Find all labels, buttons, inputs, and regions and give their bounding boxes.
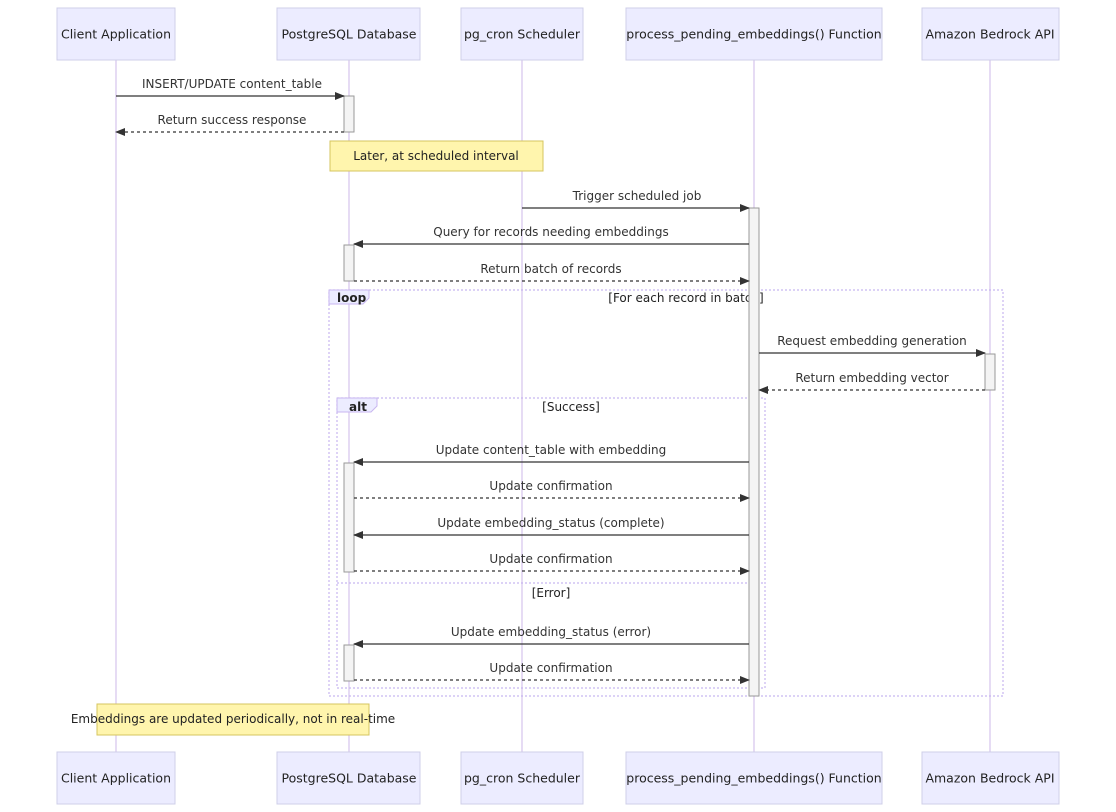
message-status-error-label: Update embedding_status (error) [451,625,651,639]
actor-db-top: PostgreSQL Database [276,7,421,61]
message-return-batch-label: Return batch of records [480,262,621,276]
messages: INSERT/UPDATE content_table Return succe… [115,77,986,684]
actor-bedrock-bottom-label: Amazon Bedrock API [925,771,1054,786]
activation-db-1 [343,95,355,133]
message-request-embedding: Request embedding generation [759,334,986,357]
message-return-vector: Return embedding vector [758,371,985,394]
alt-keyword: alt [349,400,367,414]
message-confirmation-3-label: Update confirmation [489,661,612,675]
actor-db-bottom: PostgreSQL Database [276,751,421,805]
message-insert-update: INSERT/UPDATE content_table [116,77,345,100]
actor-client-bottom-label: Client Application [61,771,171,786]
actor-fn-bottom-label: process_pending_embeddings() Function [626,771,881,786]
message-confirmation-1: Update confirmation [354,479,750,502]
message-confirmation-2-label: Update confirmation [489,552,612,566]
actor-fn-top-label: process_pending_embeddings() Function [626,27,881,42]
actor-fn-top: process_pending_embeddings() Function [625,7,883,61]
alt-condition-success: [Success] [542,400,600,414]
message-query-records: Query for records needing embeddings [353,225,749,248]
actors-bottom: Client Application PostgreSQL Database p… [56,751,1060,805]
actor-cron-bottom: pg_cron Scheduler [460,751,584,805]
message-return-success: Return success response [115,113,344,136]
message-status-complete: Update embedding_status (complete) [353,516,749,539]
message-return-vector-label: Return embedding vector [795,371,948,385]
note-later: Later, at scheduled interval [329,140,544,172]
actor-db-bottom-label: PostgreSQL Database [282,771,417,786]
actor-db-top-label: PostgreSQL Database [282,27,417,42]
message-return-batch: Return batch of records [354,262,750,285]
activation-db-3 [343,462,355,573]
actors-top: Client Application PostgreSQL Database p… [56,7,1060,61]
message-query-records-label: Query for records needing embeddings [433,225,668,239]
activation-fn [748,207,760,697]
message-return-success-label: Return success response [158,113,307,127]
actor-cron-top-label: pg_cron Scheduler [464,27,581,42]
actor-client-top: Client Application [56,7,176,61]
actor-bedrock-top: Amazon Bedrock API [921,7,1060,61]
loop-condition: [For each record in batch] [608,291,763,305]
actor-cron-top: pg_cron Scheduler [460,7,584,61]
message-confirmation-3: Update confirmation [354,661,750,684]
loop-frame: loop [For each record in batch] [328,289,1004,697]
note-later-text: Later, at scheduled interval [353,149,519,163]
message-status-complete-label: Update embedding_status (complete) [437,516,664,530]
message-confirmation-1-label: Update confirmation [489,479,612,493]
actor-bedrock-bottom: Amazon Bedrock API [921,751,1060,805]
message-confirmation-2: Update confirmation [354,552,750,575]
actor-client-bottom: Client Application [56,751,176,805]
activation-bedrock [984,353,996,391]
activation-db-4 [343,644,355,682]
alt-condition-error: [Error] [532,586,571,600]
actor-bedrock-top-label: Amazon Bedrock API [925,27,1054,42]
actor-fn-bottom: process_pending_embeddings() Function [625,751,883,805]
message-insert-update-label: INSERT/UPDATE content_table [142,77,322,91]
actor-client-top-label: Client Application [61,27,171,42]
message-request-embedding-label: Request embedding generation [777,334,967,348]
message-trigger-job: Trigger scheduled job [522,189,750,212]
activation-db-2 [343,244,355,282]
actor-cron-bottom-label: pg_cron Scheduler [464,771,581,786]
message-update-content-label: Update content_table with embedding [436,443,667,457]
note-periodic-text: Embeddings are updated periodically, not… [71,712,395,726]
activations [343,95,996,697]
message-trigger-job-label: Trigger scheduled job [572,189,702,203]
message-update-content: Update content_table with embedding [353,443,749,466]
note-periodic: Embeddings are updated periodically, not… [71,703,395,736]
alt-frame: alt [Success] [Error] [336,397,766,689]
message-status-error: Update embedding_status (error) [353,625,749,648]
loop-keyword: loop [337,291,367,305]
